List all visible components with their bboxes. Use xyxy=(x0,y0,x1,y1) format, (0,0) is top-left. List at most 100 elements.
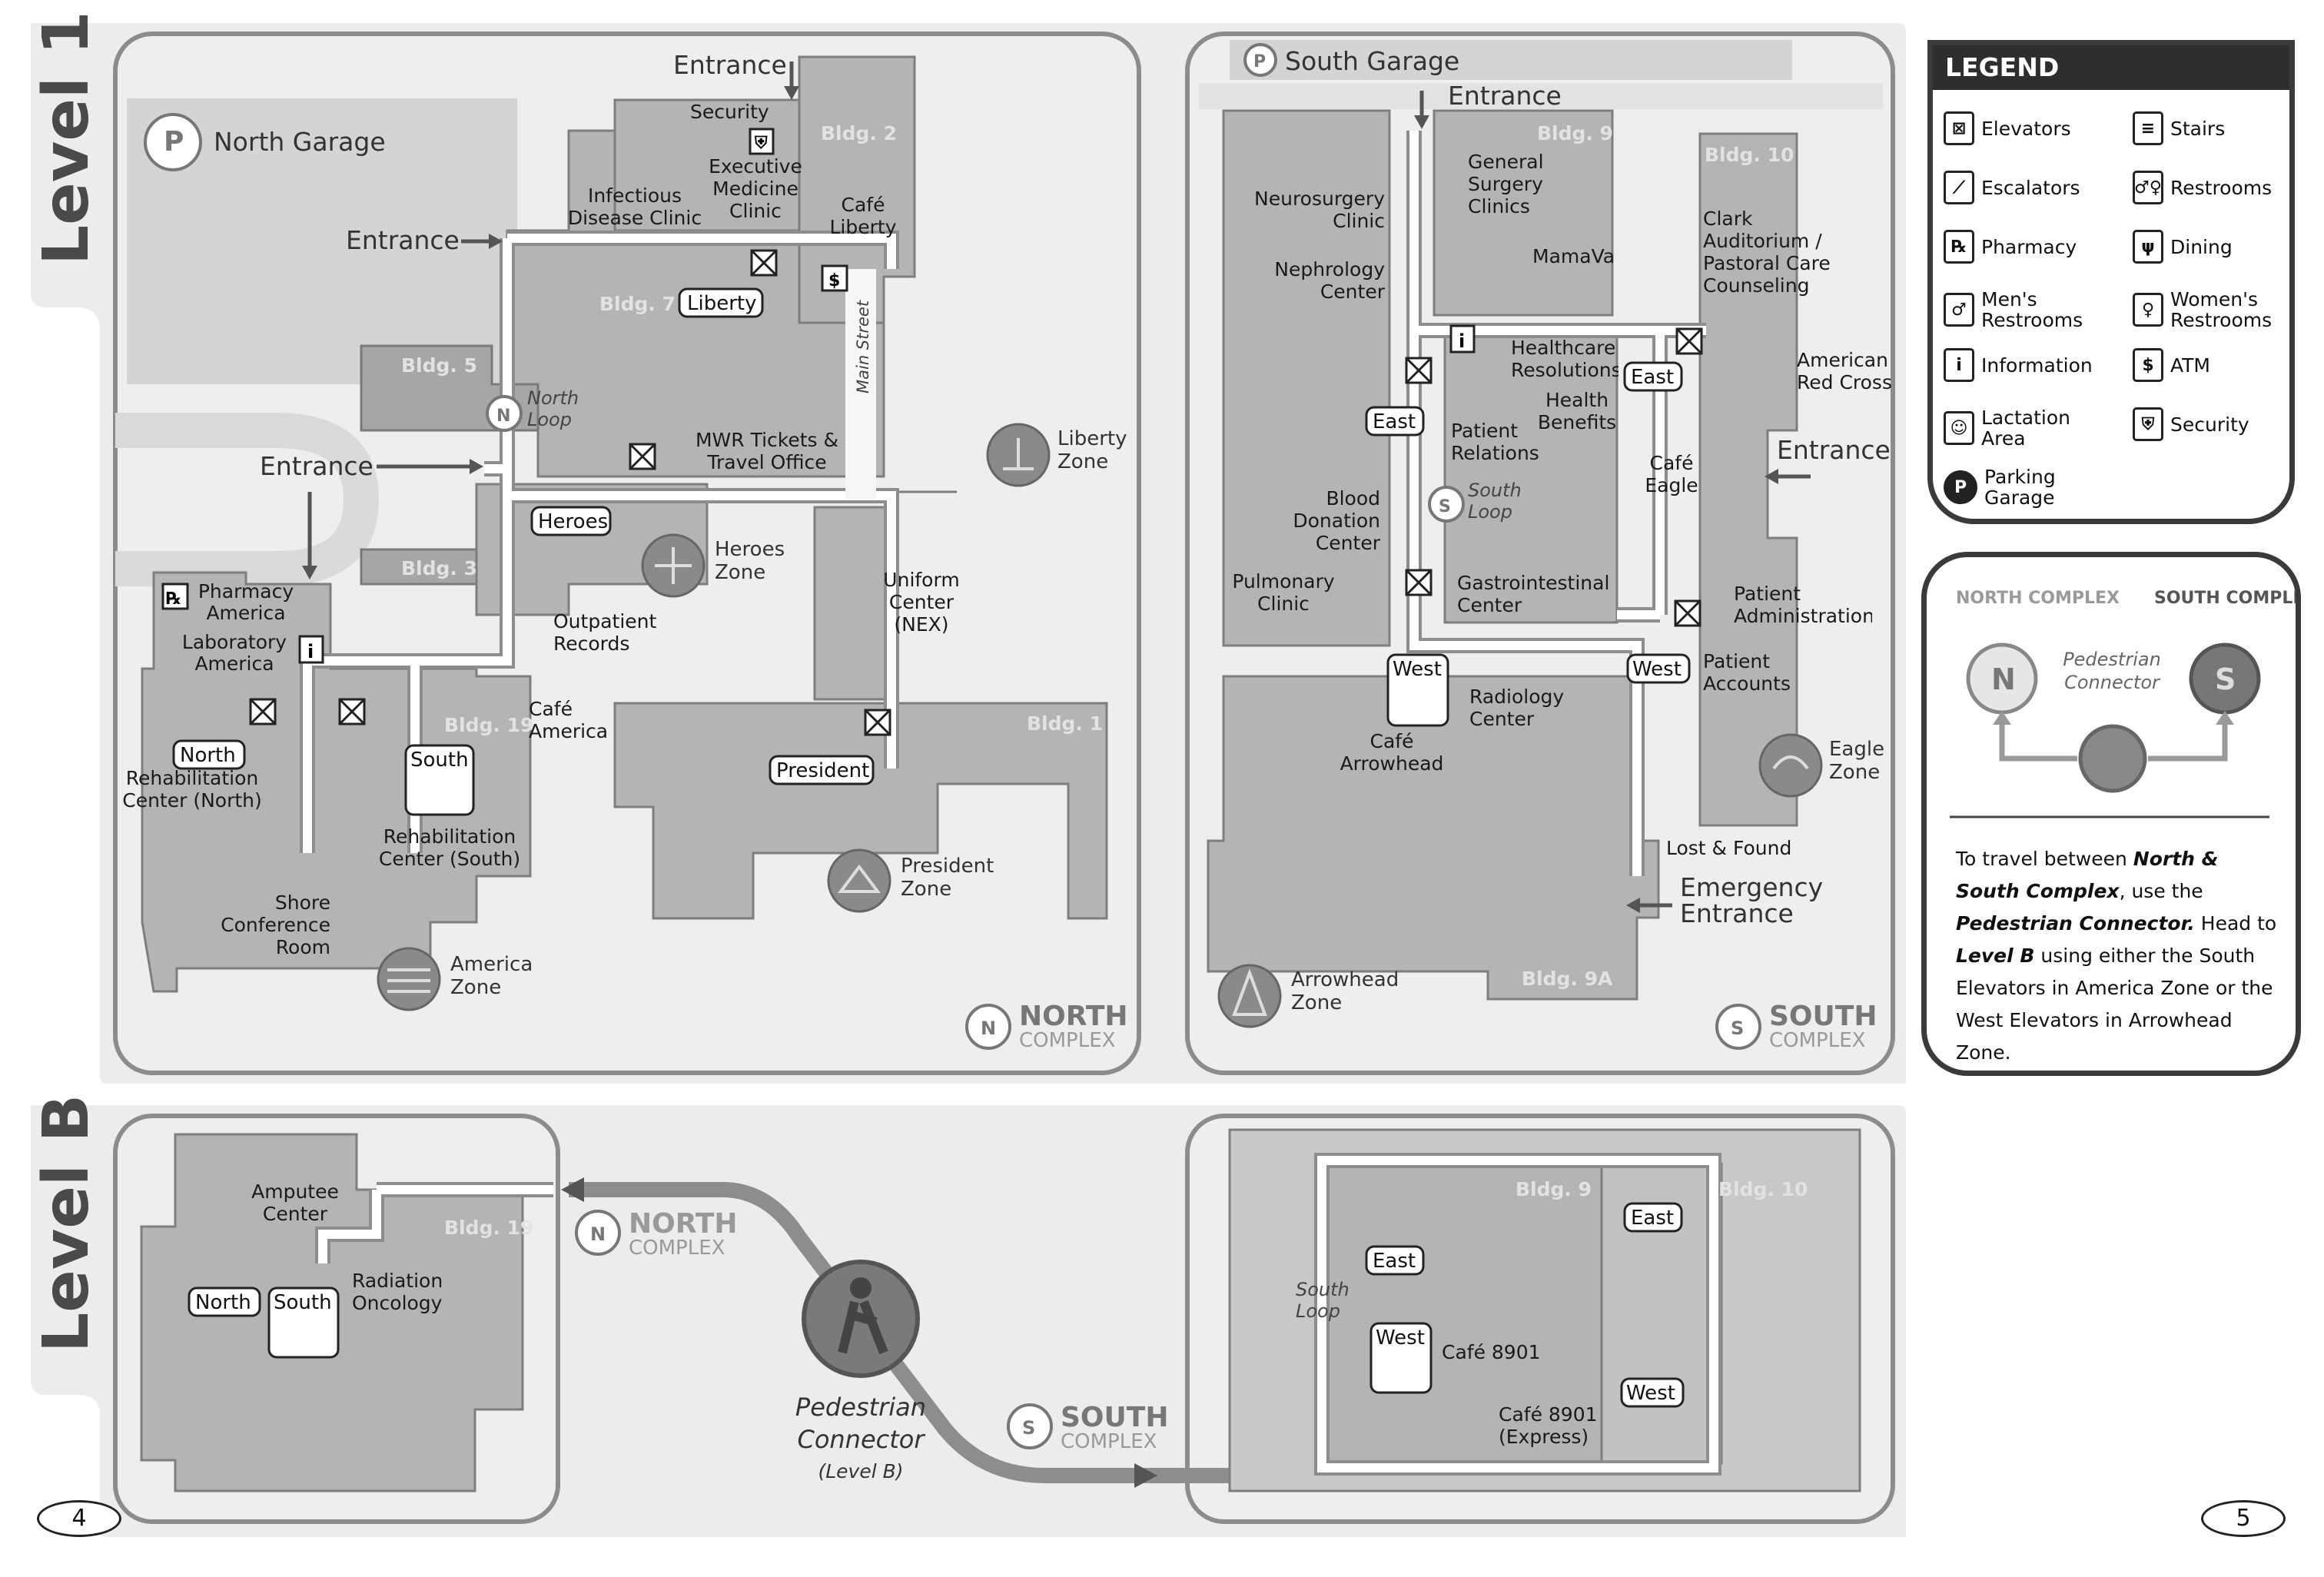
svg-text:South: South xyxy=(410,749,469,772)
svg-text:SOUTH: SOUTH xyxy=(1061,1402,1168,1433)
president-elevator-callout[interactable]: President xyxy=(769,755,875,785)
pharmacy-america-label: Pharmacy America xyxy=(198,581,294,624)
west-elevator-callout-l1-a[interactable]: West xyxy=(1386,653,1449,727)
instr-south-complex: SOUTH COMPLEX xyxy=(2154,589,2296,608)
south-west-wing xyxy=(1222,109,1391,647)
north-elevator-callout-b[interactable]: North xyxy=(188,1286,261,1317)
legend-symbol-icon: P xyxy=(1944,470,1977,504)
svg-text:Entrance: Entrance xyxy=(260,451,374,481)
bldg-2-label: Bldg. 2 xyxy=(821,122,897,144)
south-elevator-callout-l1[interactable]: South xyxy=(404,744,475,816)
bldg-19-building xyxy=(141,571,532,993)
bldg-1-label: Bldg. 1 xyxy=(1027,712,1103,735)
cafe-liberty-label: Café Liberty xyxy=(830,194,897,238)
nephrology-label: Nephrology Center xyxy=(1274,258,1385,303)
radiation-oncology-label: Radiation Oncology xyxy=(352,1270,443,1314)
south-info-icon: i xyxy=(1449,324,1476,354)
eagle-zone-badge xyxy=(1758,733,1823,798)
mamava-label: MamaVa xyxy=(1532,245,1615,267)
cafe-8901-express-label: Café 8901 (Express) xyxy=(1499,1403,1598,1448)
president-zone-badge xyxy=(827,848,891,913)
pedestrian-connector-path xyxy=(569,1186,1360,1479)
legend-label: Information xyxy=(1981,354,2093,377)
legend-symbol-icon: ☺ xyxy=(1944,411,1974,445)
bldg-19-label: Bldg. 19 xyxy=(444,714,533,736)
page-number-right: 5 xyxy=(2201,1500,2286,1537)
connector-instructions-panel: NORTH COMPLEX SOUTH COMPLEX N S Pedestri… xyxy=(1921,552,2301,1076)
north-complex-badge-b: N NORTH COMPLEX xyxy=(575,1208,738,1260)
rehab-south-label: Rehabilitation Center (South) xyxy=(379,825,520,870)
page-number-left: 4 xyxy=(37,1500,121,1537)
mwr-tickets-label: MWR Tickets & Travel Office xyxy=(696,429,838,473)
level-b-south-route xyxy=(1317,1156,1718,1472)
legend-item: ♀Women's Restrooms xyxy=(2133,289,2309,330)
amputee-center-label: Amputee Center xyxy=(251,1180,339,1225)
clark-auditorium-label: Clark Auditorium / Pastoral Care Counsel… xyxy=(1703,208,1831,297)
legend-label: Women's Restrooms xyxy=(2170,288,2273,331)
svg-text:Entrance: Entrance xyxy=(346,225,460,255)
bldg-10-label-b: Bldg. 10 xyxy=(1718,1178,1808,1200)
lost-found-label: Lost & Found xyxy=(1666,837,1791,859)
north-elevator-callout[interactable]: North xyxy=(172,739,246,770)
infectious-disease-label: Infectious Disease Clinic xyxy=(568,184,702,229)
arrowhead-zone-label: Arrowhead Zone xyxy=(1291,968,1399,1014)
bldg-9-building xyxy=(1433,109,1614,317)
legend-symbol-icon: ℞ xyxy=(1944,230,1974,264)
cafe-8901-label: Café 8901 xyxy=(1442,1341,1541,1363)
svg-text:East: East xyxy=(1631,366,1674,389)
svg-text:N: N xyxy=(590,1223,606,1245)
svg-text:South: South xyxy=(274,1291,332,1314)
legend-symbol-icon: ♀ xyxy=(2133,293,2163,327)
south-elevator-callout-b[interactable]: South xyxy=(267,1286,340,1359)
west-elevator-callout-l1-b[interactable]: West xyxy=(1626,653,1691,684)
legend-item: ☺Lactation Area xyxy=(1944,407,2120,449)
instr-connector-label: Pedestrian Connector xyxy=(2063,649,2161,693)
connector-arrow-west xyxy=(561,1177,584,1202)
legend-item: ⟋Escalators xyxy=(1944,171,2120,204)
instr-arrow-north xyxy=(1993,711,2011,725)
south-compass-letter: S xyxy=(2215,662,2236,696)
legend-item: ≡Stairs xyxy=(2133,111,2309,145)
pulmonary-label: Pulmonary Clinic xyxy=(1232,570,1334,615)
south-garage-bar xyxy=(1230,40,1792,80)
east-elevator-callout-l1-a[interactable]: East xyxy=(1365,406,1425,437)
bldg-9-label-b: Bldg. 9 xyxy=(1516,1178,1592,1200)
west-elevator-callout-b-a[interactable]: West xyxy=(1370,1322,1433,1394)
east-elevator-callout-b-b[interactable]: East xyxy=(1623,1202,1683,1233)
svg-text:COMPLEX: COMPLEX xyxy=(1061,1430,1157,1453)
svg-text:West: West xyxy=(1632,658,1682,681)
west-elevator-callout-b-b[interactable]: West xyxy=(1620,1377,1685,1408)
svg-text:N: N xyxy=(496,407,510,426)
north-security-icon: ⛨ xyxy=(749,128,775,155)
east-elevator-callout-l1-b[interactable]: East xyxy=(1623,361,1683,392)
south-loop-badge: S xyxy=(1428,486,1465,523)
laboratory-america-label: Laboratory America xyxy=(182,632,287,675)
legend-item: ⛨Security xyxy=(2133,407,2309,441)
heroes-elevator-callout[interactable]: Heroes xyxy=(530,506,612,536)
east-elevator-callout-b-a[interactable]: East xyxy=(1365,1245,1425,1276)
bldg-7-label: Bldg. 7 xyxy=(599,293,676,315)
svg-text:COMPLEX: COMPLEX xyxy=(629,1237,725,1260)
bldg-3-label: Bldg. 3 xyxy=(401,557,477,579)
svg-text:Entrance: Entrance xyxy=(1448,81,1562,111)
main-street-corridor xyxy=(845,269,876,500)
instr-north-complex: NORTH COMPLEX xyxy=(1956,589,2120,608)
connector-arrow-east xyxy=(1134,1463,1157,1488)
legend-symbol-icon: $ xyxy=(2133,348,2163,382)
liberty-elevator-callout[interactable]: Liberty xyxy=(678,287,764,318)
svg-text:S: S xyxy=(1731,1018,1744,1039)
legend-item: ⊠Elevators xyxy=(1944,111,2120,145)
north-compass-letter: N xyxy=(1991,662,2016,696)
svg-text:President: President xyxy=(776,759,869,782)
legend-symbol-icon: ⟋ xyxy=(1944,171,1974,204)
rehab-north-label: Rehabilitation Center (North) xyxy=(122,767,262,812)
north-west-entrance: Entrance xyxy=(346,225,503,255)
legend-symbol-icon: ⛨ xyxy=(2133,407,2163,441)
patient-relations-label: Patient Relations xyxy=(1451,420,1539,464)
heroes-zone-label: Heroes Zone xyxy=(715,538,785,584)
legend-label: Pharmacy xyxy=(1981,235,2077,258)
legend-label: ATM xyxy=(2170,354,2211,377)
pedestrian-connector-icon xyxy=(802,1260,920,1378)
level-b-north-route xyxy=(318,1185,553,1263)
